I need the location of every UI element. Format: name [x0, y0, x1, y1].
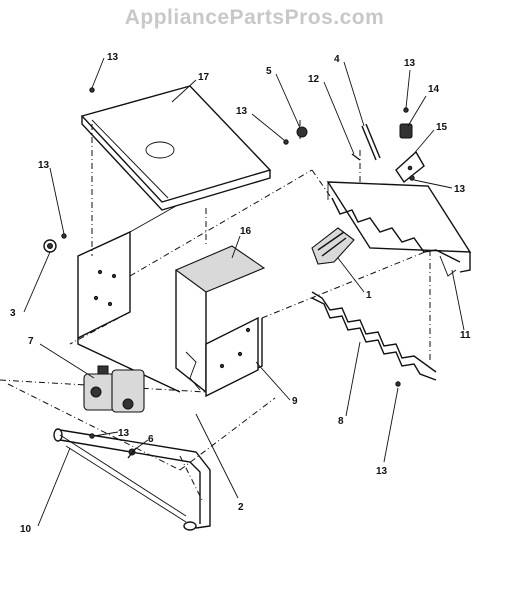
- callout-4: 4: [334, 54, 340, 65]
- part-16-housing[interactable]: [174, 245, 266, 398]
- callout-15: 15: [436, 122, 448, 133]
- part-4-ignitor[interactable]: [361, 123, 381, 161]
- callout-9: 9: [292, 396, 298, 407]
- callout-13-bottom-right: 13: [376, 466, 388, 477]
- callout-labels: 13 17 5 12 4 13 14 15 13 13 13 16 1 3 11…: [10, 52, 471, 535]
- callout-16: 16: [240, 226, 252, 237]
- callout-6: 6: [148, 434, 154, 445]
- part-15-bracket[interactable]: [395, 150, 425, 184]
- callout-13-lower-left: 13: [118, 428, 130, 439]
- part-5-grommet[interactable]: [296, 126, 308, 138]
- callout-11: 11: [460, 330, 471, 341]
- callout-1: 1: [366, 290, 372, 301]
- callout-2: 2: [238, 502, 244, 513]
- callout-13-upper-mid: 13: [236, 106, 248, 117]
- callout-14: 14: [428, 84, 440, 95]
- part-10-manifold-tube[interactable]: [53, 428, 211, 531]
- part-1-burner-holder[interactable]: [311, 227, 355, 265]
- part-12-sensor[interactable]: [351, 153, 361, 161]
- leader-lines: [23, 57, 465, 527]
- part-8-lower-bracket[interactable]: [311, 291, 437, 381]
- callout-10: 10: [20, 524, 32, 535]
- callout-13-top-left: 13: [107, 52, 119, 63]
- callout-13-top-right: 13: [404, 58, 416, 69]
- callout-12: 12: [308, 74, 320, 85]
- watermark-logo: AppliancePartsPros.com: [124, 6, 385, 29]
- callout-13-right-mid: 13: [454, 184, 466, 195]
- callout-13-left: 13: [38, 160, 50, 171]
- part-7-gas-valve[interactable]: [83, 365, 145, 413]
- callout-8: 8: [338, 416, 344, 427]
- callout-7: 7: [28, 336, 34, 347]
- callout-5: 5: [266, 66, 272, 77]
- callout-17: 17: [198, 72, 210, 83]
- callout-3: 3: [10, 308, 16, 319]
- part-3-grommet[interactable]: [43, 239, 57, 253]
- part-14-clip[interactable]: [399, 123, 413, 139]
- side-panel-left[interactable]: [77, 205, 181, 393]
- part-17-top-cover[interactable]: [80, 85, 272, 211]
- part-11-burner-bracket[interactable]: [326, 181, 472, 277]
